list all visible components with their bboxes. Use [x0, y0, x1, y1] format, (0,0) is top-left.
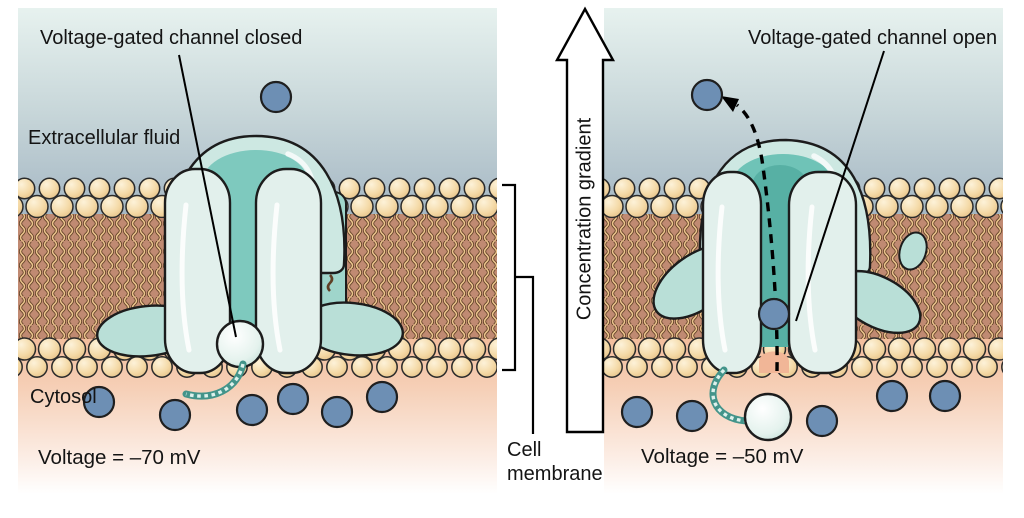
ion: [690, 78, 724, 112]
pointer-line-closed: [178, 54, 237, 338]
left-panel: [18, 8, 497, 494]
ion: [620, 395, 654, 429]
membrane-label-line: [515, 275, 535, 434]
pointer-line-open: [795, 50, 885, 322]
ion: [276, 382, 310, 416]
right-panel: [604, 8, 1003, 494]
gate-ball-open: [743, 392, 793, 442]
label-cytosol: Cytosol: [30, 386, 97, 408]
membrane-bracket: [502, 183, 517, 372]
ion: [259, 80, 293, 114]
flow-arrowhead-icon: [721, 96, 739, 112]
label-voltage-open: Voltage = –50 mV: [641, 445, 804, 468]
gate-chain-right: [709, 366, 750, 425]
ion: [757, 297, 791, 331]
label-voltage-closed: Voltage = –70 mV: [38, 446, 201, 469]
label-channel-closed: Voltage-gated channel closed: [40, 27, 303, 49]
ions-left: [82, 80, 399, 432]
label-cell-membrane: Cell membrane: [507, 439, 603, 485]
ion: [928, 379, 962, 413]
ion: [82, 385, 116, 419]
ion: [235, 393, 269, 427]
ion: [365, 380, 399, 414]
ion: [320, 395, 354, 429]
label-extracellular-fluid: Extracellular fluid: [28, 127, 181, 149]
channel-protein-closed: [96, 134, 404, 400]
ion: [675, 399, 709, 433]
ions-right: [620, 78, 962, 438]
channel-protein-open: [652, 138, 928, 442]
center-column: [502, 6, 616, 434]
label-channel-open: Voltage-gated channel open: [748, 27, 998, 49]
gate-chain-left: [182, 360, 247, 400]
ion: [158, 398, 192, 432]
ion: [875, 379, 909, 413]
concentration-gradient-arrow: [554, 6, 616, 434]
ion: [805, 404, 839, 438]
label-concentration-gradient: Concentration gradient: [573, 117, 596, 321]
gate-ball-closed: [215, 319, 265, 369]
